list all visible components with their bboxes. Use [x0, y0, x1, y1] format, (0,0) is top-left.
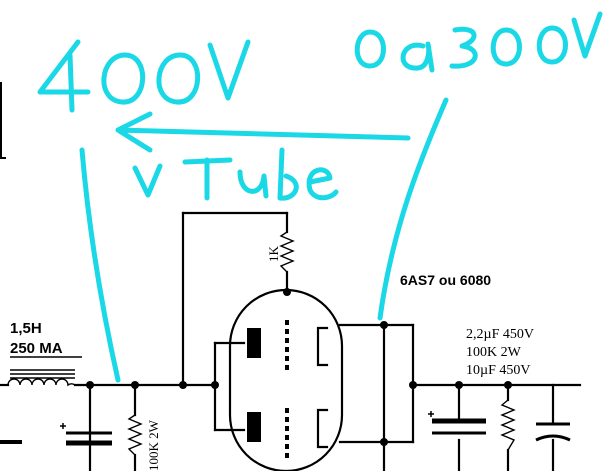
hand-digit-0e: [536, 25, 568, 65]
hand-digit-4: [37, 39, 91, 113]
capacitor-out-1: [428, 411, 486, 435]
cap-spec-2-label: 10µF 450V: [466, 363, 530, 378]
hand-arrow: [115, 111, 411, 153]
hand-digit-3: [449, 26, 478, 69]
bus-wires: [0, 211, 582, 471]
hand-letter-T: [182, 157, 233, 201]
resistor-bottom-label: 100K 2W: [146, 419, 161, 471]
hand-letter-v: [132, 163, 163, 198]
cap-spec-1-label: 2,2µF 450V: [466, 327, 534, 342]
hand-letter-a: [400, 41, 435, 73]
choke-current-label: 250 MA: [10, 340, 63, 357]
handwritten-annotations: [37, 11, 603, 383]
hand-letter-u: [237, 169, 269, 199]
hand-letter-b: [277, 147, 299, 201]
res-spec-label: 100K 2W: [466, 345, 522, 360]
tube-type-label: 6AS7 ou 6080: [400, 272, 491, 288]
hand-line-left: [79, 147, 121, 383]
resistor-out: [500, 399, 516, 451]
capacitor-left-2: [60, 423, 112, 446]
hand-letter-v1: [207, 39, 251, 101]
hand-line-right: [377, 97, 449, 321]
window-edge: [0, 82, 6, 159]
hand-letter-e: [306, 167, 339, 201]
capacitor-out-2: [535, 422, 571, 442]
hand-digit-0d: [490, 27, 522, 67]
hand-digit-0b: [156, 52, 201, 105]
tube-envelope: [228, 288, 344, 471]
hand-letter-v2: [571, 11, 603, 59]
junction-dots: [86, 288, 512, 446]
resistor-top-label: 1K: [266, 246, 281, 263]
hand-digit-0c: [354, 29, 386, 69]
hand-digit-0a: [101, 52, 146, 105]
choke-inductor: [7, 369, 76, 387]
resistor-bottom: [127, 414, 143, 456]
choke-value-label: 1,5H: [10, 320, 42, 337]
resistor-top: [279, 231, 295, 273]
